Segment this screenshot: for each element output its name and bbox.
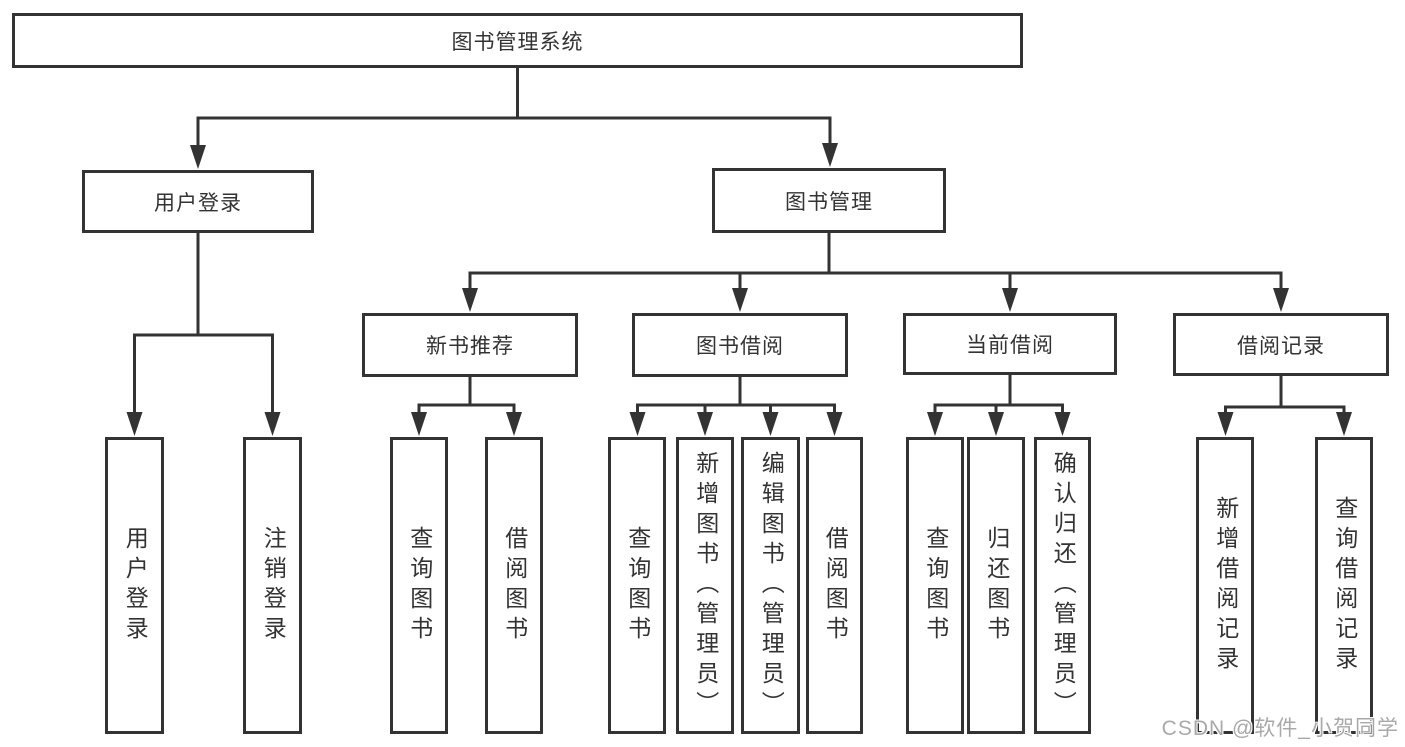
node-label: 查询图书 <box>922 525 949 646</box>
arrow-down-icon <box>826 412 843 436</box>
node-label: 借阅图书 <box>501 525 528 646</box>
node-label: 当前借阅 <box>966 334 1054 357</box>
leaf-borrow-books: 借阅图书 <box>806 437 863 734</box>
node-borrow-records: 借阅记录 <box>1173 313 1389 376</box>
connector-borrow-records-branch <box>1224 376 1346 415</box>
node-book-borrow: 图书借阅 <box>632 313 848 377</box>
arrow-down-icon <box>411 412 427 436</box>
node-label: 归还图书 <box>983 525 1010 646</box>
arrow-down-icon <box>462 288 478 312</box>
leaf-newrec-borrow-books: 借阅图书 <box>485 437 543 734</box>
arrow-down-icon <box>697 412 713 436</box>
leaf-newrec-query-books: 查询图书 <box>390 437 448 734</box>
node-label: 查询图书 <box>406 525 433 646</box>
node-user-login: 用户登录 <box>82 170 314 233</box>
node-label: 注销登录 <box>260 525 287 646</box>
node-label: 新书推荐 <box>426 335 514 358</box>
arrow-down-icon <box>126 412 143 436</box>
arrow-down-icon <box>762 412 779 436</box>
node-current-borrow: 当前借阅 <box>903 313 1117 375</box>
arrow-down-icon <box>1054 412 1071 436</box>
node-new-book-recommend: 新书推荐 <box>362 313 578 377</box>
connector-new-book-branch <box>417 377 516 415</box>
arrow-down-icon <box>1336 412 1352 436</box>
node-label: 新增图书（管理员） <box>692 450 719 721</box>
node-label: 确认归还（管理员） <box>1050 450 1077 721</box>
node-label: 查询借阅记录 <box>1331 495 1358 676</box>
arrow-down-icon <box>1002 288 1018 312</box>
node-label: 借阅图书 <box>822 525 849 646</box>
node-label: 用户登录 <box>122 525 149 646</box>
connector-root-to-level2 <box>196 68 832 147</box>
node-book-management: 图书管理 <box>712 168 946 233</box>
node-label: 用户登录 <box>154 191 242 215</box>
node-root-system: 图书管理系统 <box>12 13 1023 68</box>
node-label: 查询图书 <box>624 525 651 646</box>
node-label: 图书管理系统 <box>451 30 584 54</box>
leaf-borrow-query-books: 查询图书 <box>608 437 666 734</box>
arrow-down-icon <box>264 412 281 436</box>
leaf-add-borrow-record: 新增借阅记录 <box>1196 437 1254 734</box>
connector-current-borrow-branch <box>933 375 1064 415</box>
node-label: 图书借阅 <box>696 335 784 358</box>
connector-book-mgmt-branch <box>468 233 1283 290</box>
node-label: 图书管理 <box>785 190 873 214</box>
node-label: 编辑图书（管理员） <box>758 450 785 721</box>
leaf-edit-books-admin: 编辑图书（管理员） <box>741 437 800 734</box>
arrow-down-icon <box>1217 412 1234 436</box>
leaf-user-login: 用户登录 <box>105 437 164 734</box>
arrow-down-icon <box>732 288 748 312</box>
leaf-add-books-admin: 新增图书（管理员） <box>676 437 734 734</box>
arrow-down-icon <box>988 412 1004 436</box>
node-label: 借阅记录 <box>1237 334 1325 358</box>
connector-book-borrow-branch <box>636 377 836 415</box>
arrow-down-icon <box>1273 288 1289 312</box>
leaf-confirm-return-admin: 确认归还（管理员） <box>1034 437 1091 734</box>
csdn-watermark: CSDN @软件_小贺同学 <box>1161 717 1399 740</box>
connector-user-login-branch <box>133 233 274 414</box>
arrow-down-icon <box>927 412 943 436</box>
leaf-logout: 注销登录 <box>243 437 302 734</box>
leaf-query-borrow-record: 查询借阅记录 <box>1315 437 1373 734</box>
arrow-down-icon <box>190 145 206 169</box>
leaf-return-books: 归还图书 <box>967 437 1025 734</box>
node-label: 新增借阅记录 <box>1212 495 1239 676</box>
arrow-down-icon <box>506 412 522 436</box>
leaf-current-query-books: 查询图书 <box>906 437 964 734</box>
arrow-down-icon <box>822 143 838 167</box>
arrow-down-icon <box>629 412 646 436</box>
